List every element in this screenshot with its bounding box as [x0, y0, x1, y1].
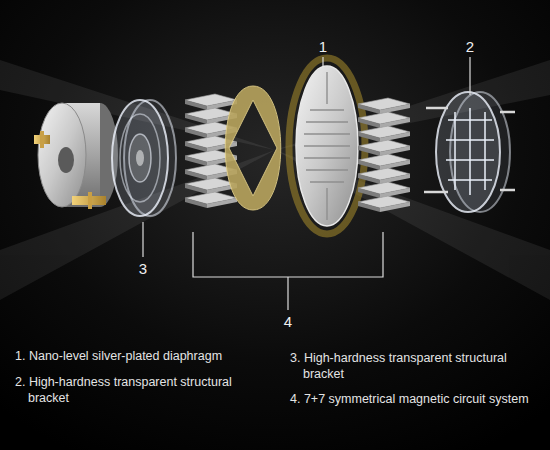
gold-pin	[88, 192, 92, 209]
light-rays	[0, 60, 550, 300]
gold-frame	[225, 86, 281, 210]
diaphragm-trace	[326, 72, 327, 220]
magnet-fin	[358, 98, 410, 114]
bracket-ribs	[446, 108, 494, 195]
magnet-fin	[358, 140, 410, 156]
group-bracket	[193, 232, 383, 277]
bracket-rib	[455, 108, 485, 195]
bracket-pin	[426, 107, 448, 110]
callout-number: 1	[313, 38, 333, 55]
leader-line	[287, 277, 288, 310]
leader-line	[142, 222, 143, 257]
magnet-fin	[358, 196, 410, 212]
diaphragm-trace	[304, 110, 350, 182]
bracket-pin	[500, 111, 515, 114]
magnet-fin	[358, 112, 410, 128]
part-description: 3. High-hardness transparent structural …	[290, 350, 535, 382]
bracket-pin	[424, 191, 448, 194]
housing	[34, 103, 118, 209]
leader-lines	[143, 57, 470, 310]
transparent-bracket	[112, 100, 176, 216]
bracket-ring	[120, 114, 160, 202]
magnet-fin	[358, 168, 410, 184]
diaphragm-disc	[296, 66, 358, 226]
gold-pin	[40, 131, 44, 148]
bracket-face	[436, 92, 500, 212]
magnet-fin	[358, 126, 410, 142]
magnet-fin	[185, 94, 237, 110]
diaphragm-halo	[289, 58, 365, 234]
magnet-stack	[358, 98, 410, 212]
bracket-pins	[424, 108, 515, 192]
diaphragm-traces	[304, 72, 350, 220]
magnet-fin	[185, 192, 237, 208]
callout-number: 3	[133, 260, 153, 277]
transparent-bracket	[424, 92, 515, 212]
bracket-ring	[129, 134, 151, 182]
callout-number: 2	[460, 38, 480, 55]
part-description: 4. 7+7 symmetrical magnetic circuit syst…	[290, 391, 535, 407]
housing-face	[38, 103, 86, 207]
callout-number: 4	[278, 313, 298, 330]
magnet-fin	[358, 154, 410, 170]
bracket-face	[112, 100, 168, 216]
diaphragm	[289, 58, 365, 234]
housing-hole	[58, 147, 74, 173]
magnet-fin	[358, 182, 410, 198]
bracket-hub	[136, 150, 144, 166]
part-description: 1. Nano-level silver-plated diaphragm	[15, 348, 255, 364]
leader-line	[322, 57, 323, 66]
part-description: 2. High-hardness transparent structural …	[15, 374, 255, 406]
bracket-pin	[500, 189, 515, 192]
leader-line	[469, 57, 470, 95]
